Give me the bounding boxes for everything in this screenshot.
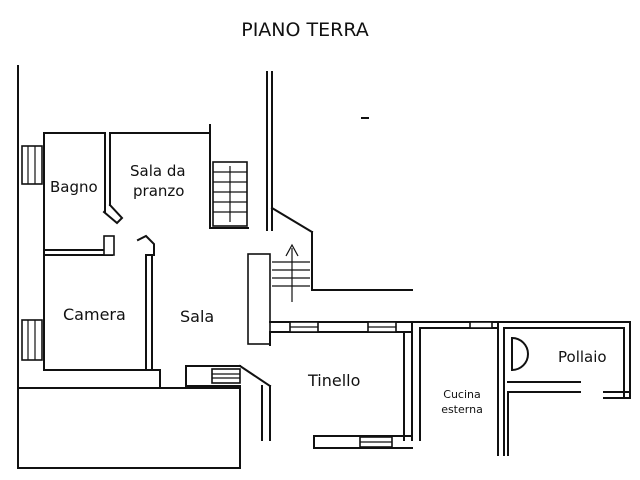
window-tinello-bottom (359, 436, 393, 448)
outer-walls (17, 65, 241, 469)
camera-walls (43, 234, 161, 389)
tinello-walls (185, 321, 413, 449)
central-walls (209, 71, 413, 291)
room-label-cucina-esterna-2: esterna (441, 403, 483, 416)
window-camera-left (21, 319, 43, 361)
stairs-upper (212, 161, 248, 227)
stairs-lower (247, 243, 310, 345)
window-tinello-left (211, 368, 241, 384)
bagno-walls (43, 132, 211, 371)
pollaio-walls (497, 321, 631, 456)
window-bagno-left (21, 145, 43, 185)
room-label-sala-da-pranzo-2: pranzo (133, 182, 184, 200)
plan-title: PIANO TERRA (241, 19, 369, 41)
room-label-sala-da-pranzo-1: Sala da (130, 162, 186, 180)
room-label-bagno: Bagno (50, 178, 98, 196)
room-label-cucina-esterna-1: Cucina (443, 388, 480, 401)
room-label-sala: Sala (180, 307, 214, 326)
window-tinello-top-1 (289, 321, 319, 333)
room-label-pollaio: Pollaio (558, 348, 607, 366)
window-tinello-top-2 (367, 321, 397, 333)
room-label-tinello: Tinello (307, 371, 360, 390)
room-label-camera: Camera (63, 305, 126, 324)
cucina-esterna-walls (411, 321, 499, 441)
